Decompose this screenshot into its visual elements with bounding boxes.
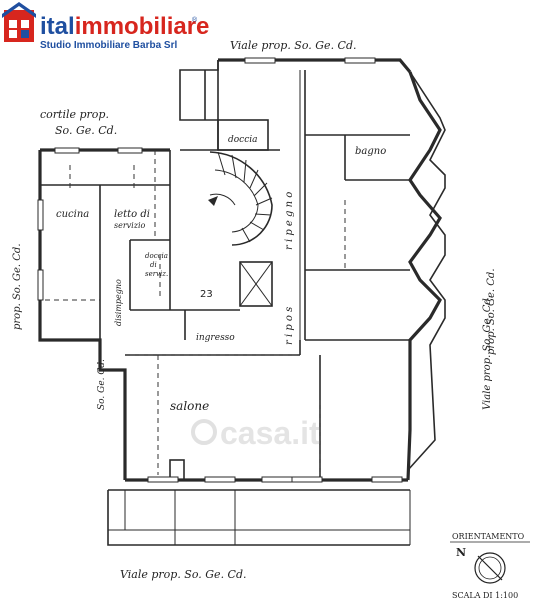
courtyard-label-line1: cortile prop.: [40, 108, 109, 121]
ripostiglio-upper-label: r i p e g n o: [284, 192, 295, 250]
disimpegno-label: disimpegno: [114, 279, 123, 326]
number-label: 23: [200, 289, 213, 300]
north-arrow-icon: [474, 552, 506, 584]
logo-subtitle: Studio Immobiliare Barba Srl: [40, 40, 177, 51]
house-logo-icon: [2, 2, 36, 42]
logo-brand-suffix: immobiliare: [75, 13, 210, 40]
north-label: N: [456, 546, 466, 559]
watermark: casa.it: [191, 415, 320, 451]
prop-right-label: prop. So. Ge. Cd.: [486, 268, 497, 355]
street-top-label: Viale prop. So. Ge. Cd.: [230, 39, 357, 52]
spiral-staircase: [208, 151, 273, 246]
watermark-text: casa.it: [220, 415, 320, 451]
dashed-guides: [45, 150, 346, 475]
prop-left-label: prop. So. Ge. Cd.: [12, 243, 23, 330]
doccia-label: doccia: [228, 135, 258, 145]
prop-mid-left-label: So. Ge. Cd.: [97, 359, 107, 410]
orientation-title: ORIENTAMENTO: [452, 532, 525, 541]
interior-walls: [40, 60, 410, 481]
logo-brand-prefix: ital: [40, 13, 75, 40]
bagno-label: bagno: [355, 146, 386, 157]
doccia-servizio-line3: serviz.: [145, 270, 168, 278]
doccia-servizio-line1: doccia: [145, 252, 168, 260]
company-logo: italimmobiliare ® Studio Immobiliare Bar…: [2, 2, 209, 51]
street-right-label: Viale prop. So. Ge. Cd.: [482, 295, 493, 410]
orientation-block: ORIENTAMENTO N SCALA DI 1:100: [450, 532, 530, 600]
windows: [37, 57, 403, 483]
letto-label-line1: letto di: [114, 209, 150, 220]
svg-text:italimmobiliare: italimmobiliare: [40, 13, 209, 40]
courtyard-label-line2: So. Ge. Cd.: [55, 124, 117, 137]
balcony: [107, 489, 411, 546]
ripostiglio-lower-label: r i p o s: [284, 307, 295, 345]
logo-registered-mark: ®: [192, 16, 198, 24]
street-bottom-label: Viale prop. So. Ge. Cd.: [120, 568, 247, 581]
scale-label: SCALA DI 1:100: [452, 591, 518, 600]
cucina-label: cucina: [56, 209, 89, 220]
ingresso-label: ingresso: [196, 333, 235, 343]
room-labels: Viale prop. So. Ge. Cd. cortile prop. So…: [12, 39, 497, 581]
salone-label: salone: [170, 399, 209, 413]
doccia-servizio-line2: di: [150, 261, 157, 269]
letto-label-line2: servizio: [114, 221, 146, 230]
